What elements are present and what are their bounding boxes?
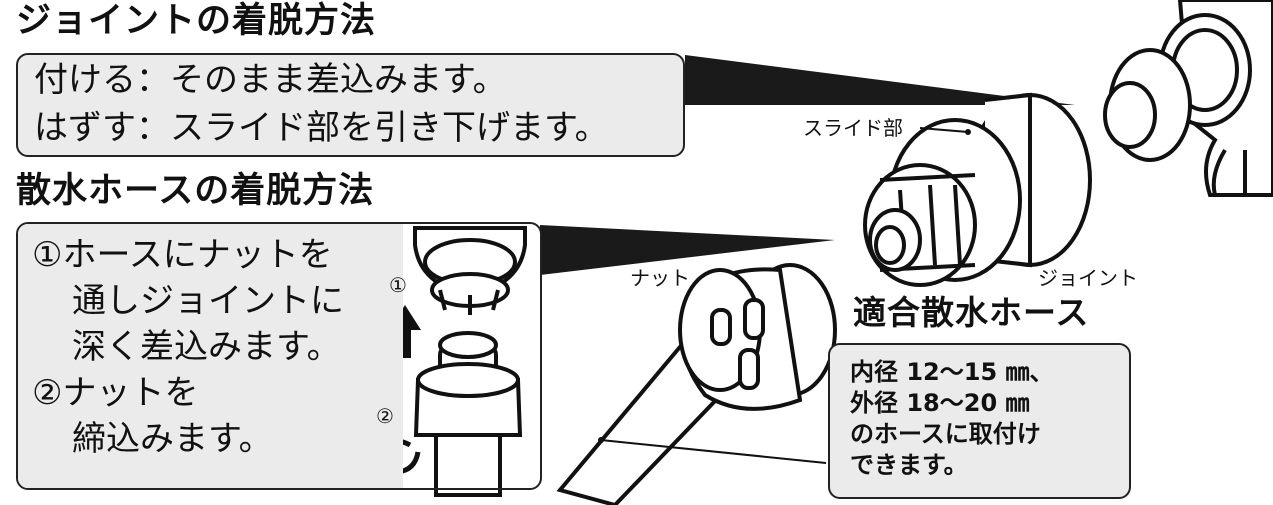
nut-and-hose <box>556 263 837 505</box>
step1-line2: 通しジョイントに <box>72 281 344 321</box>
hose-heading: 散水ホースの着脱方法 <box>16 171 375 211</box>
nut-label: ナット <box>630 266 690 290</box>
hose-leader <box>600 439 827 464</box>
hose-fit-text: のホースに取付け <box>850 420 1041 448</box>
callout-wedge-middle <box>540 225 835 275</box>
step-diagram <box>413 226 527 497</box>
outer-diameter-text: 外径 18〜20 ㎜ <box>850 389 1030 417</box>
step2-line2: 締込みます。 <box>72 419 273 459</box>
step2-marker: ② <box>376 404 394 428</box>
hose-instruction-box: ①ホースにナットを 通しジョイントに 深く差込みます。 ②ナットを 締込みます。 <box>16 222 542 490</box>
step1-marker: ① <box>389 273 407 297</box>
joint-attach-text: 付ける：そのまま差込みます。 <box>34 60 507 100</box>
step1-line1: ①ホースにナットを <box>32 235 333 275</box>
joint-label: ジョイント <box>1038 266 1138 290</box>
slide-part-label: スライド部 <box>803 116 903 140</box>
callout-wedge-top <box>685 55 1075 105</box>
slide-part-leader <box>919 127 969 133</box>
hose-fit-text-2: できます。 <box>850 451 968 479</box>
inner-diameter-text: 内径 12〜15 ㎜、 <box>850 358 1054 386</box>
step2-line1: ②ナットを <box>32 373 199 413</box>
compatible-hose-heading: 適合散水ホース <box>853 293 1090 332</box>
step1-line3: 深く差込みます。 <box>72 327 341 367</box>
faucet-connector <box>1103 0 1273 197</box>
joint-heading: ジョイントの着脱方法 <box>16 1 377 41</box>
joint-detach-text: はずす：スライド部を引き下げます。 <box>34 108 609 148</box>
compatible-hose-box: 内径 12〜15 ㎜、 外径 18〜20 ㎜ のホースに取付け できます。 <box>828 343 1131 499</box>
joint-part <box>863 92 1092 287</box>
joint-instruction-box: 付ける：そのまま差込みます。 はずす：スライド部を引き下げます。 <box>16 53 685 157</box>
